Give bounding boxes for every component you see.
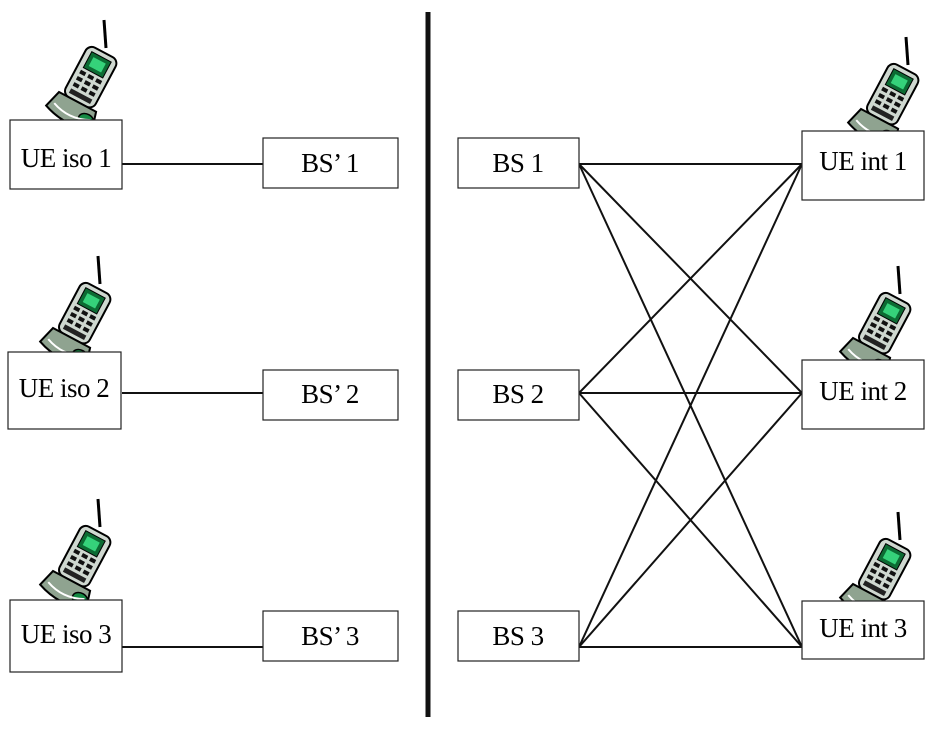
bs-2-label: BS 2 xyxy=(492,379,543,409)
bs-3-node: BS 3 xyxy=(457,610,580,662)
ue-iso-1-label: UE iso 1 xyxy=(21,143,112,173)
cell-tower-icon xyxy=(303,243,357,346)
cell-tower-icon xyxy=(491,486,545,589)
ue-iso-3-node: UE iso 3 xyxy=(9,599,123,673)
ue-iso-2-node: UE iso 2 xyxy=(7,351,122,430)
bs-prime-1-node: BS’ 1 xyxy=(262,137,399,189)
mobile-phone-icon xyxy=(36,497,123,615)
cell-tower-icon xyxy=(305,9,359,112)
ue-int-3-label: UE int 3 xyxy=(819,613,907,643)
bs-prime-1-label: BS’ 1 xyxy=(301,148,359,178)
ue-int-2-label: UE int 2 xyxy=(819,376,907,406)
bs-1-node: BS 1 xyxy=(457,137,580,189)
ue-iso-3-label: UE iso 3 xyxy=(21,619,112,649)
bs-prime-2-node: BS’ 2 xyxy=(262,369,399,421)
ue-iso-1-node: UE iso 1 xyxy=(9,119,123,190)
isolated-links xyxy=(122,163,263,648)
ue-int-3-node: UE int 3 xyxy=(801,600,925,660)
bs-3-label: BS 3 xyxy=(492,621,543,651)
link-bs2-ue1 xyxy=(578,163,803,394)
ue-int-1-node: UE int 1 xyxy=(801,130,925,201)
interfering-links xyxy=(578,163,803,648)
ue-int-2-node: UE int 2 xyxy=(801,359,925,430)
bs-prime-2-label: BS’ 2 xyxy=(301,379,359,409)
cell-tower-icon xyxy=(303,486,357,589)
link-bs3-ue2 xyxy=(578,392,803,648)
link-bs3-ue1 xyxy=(578,163,803,648)
mobile-phone-icon xyxy=(42,18,129,136)
bs-prime-3-label: BS’ 3 xyxy=(301,621,359,651)
bs-prime-3-node: BS’ 3 xyxy=(262,610,399,662)
cell-tower-icon xyxy=(491,9,545,112)
bs-2-node: BS 2 xyxy=(457,369,580,421)
cell-tower-icon xyxy=(491,243,545,346)
bs-1-label: BS 1 xyxy=(492,148,543,178)
ue-iso-2-label: UE iso 2 xyxy=(19,373,110,403)
ue-int-1-label: UE int 1 xyxy=(819,146,907,176)
